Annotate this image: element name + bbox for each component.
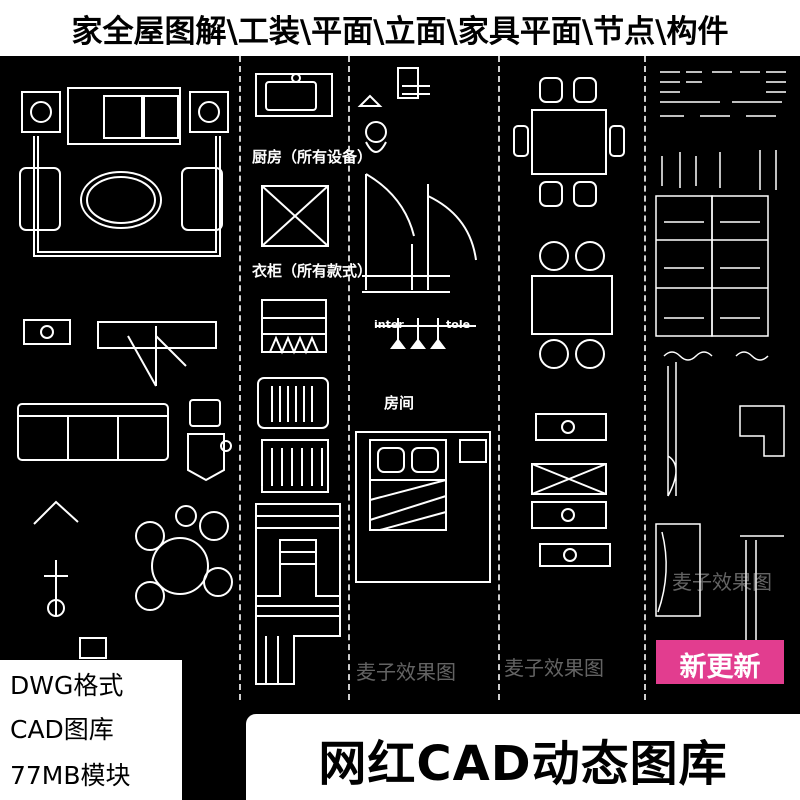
sofa-set-plan <box>19 87 229 257</box>
tole-label: tole <box>446 318 471 331</box>
stair-plans <box>255 503 341 685</box>
dining-table-rect <box>531 241 613 369</box>
cad-line-art <box>17 67 786 685</box>
column-divider <box>239 56 241 700</box>
long-sofa-plan <box>17 399 232 482</box>
plant-and-lamp <box>357 67 430 153</box>
wardrobe-plans <box>257 299 329 493</box>
watermark: 麦子效果图 <box>504 656 604 680</box>
kitchen-label: 厨房（所有设备） <box>252 148 373 166</box>
dining-round-plan <box>33 500 233 659</box>
footer-title: 网红CAD动态图库 <box>318 736 728 792</box>
format-info-box: DWG格式 CAD图库 77MB模块 <box>0 660 182 800</box>
column-divider <box>644 56 646 700</box>
column-divider <box>498 56 500 700</box>
dining-table-square <box>513 77 625 207</box>
room-label: 房间 <box>384 394 415 412</box>
door-swing-plans <box>362 173 477 293</box>
fridge-plan <box>261 185 329 247</box>
watermark: 麦子效果图 <box>672 570 772 594</box>
node-details <box>655 71 786 656</box>
new-update-badge: 新更新 <box>656 640 784 684</box>
wardrobe-label: 衣柜（所有款式） <box>252 262 373 280</box>
format-line-cad: CAD图库 <box>10 715 114 744</box>
banner-title: 家全屋图解\工装\平面\立面\家具平面\节点\构件 <box>71 14 729 50</box>
column-divider <box>348 56 350 700</box>
format-line-size: 77MB模块 <box>10 761 131 790</box>
bedroom-plan <box>355 431 491 583</box>
pendant-lamps <box>376 318 476 349</box>
top-banner: 家全屋图解\工装\平面\立面\家具平面\节点\构件 <box>0 0 800 56</box>
cabinet-elevations <box>531 413 611 567</box>
watermark: 麦子效果图 <box>356 660 456 684</box>
inter-label: inter <box>374 318 404 331</box>
format-line-dwg: DWG格式 <box>10 671 124 700</box>
cad-drawing-canvas: 厨房（所有设备） 衣柜（所有款式） 房间 inter tole 麦子效果图 麦子… <box>0 56 800 700</box>
footer-title-bar: 网红CAD动态图库 <box>246 714 800 800</box>
badge-label: 新更新 <box>679 652 761 683</box>
kitchen-sink-plan <box>255 73 333 117</box>
tv-cabinet-plan <box>23 319 217 387</box>
